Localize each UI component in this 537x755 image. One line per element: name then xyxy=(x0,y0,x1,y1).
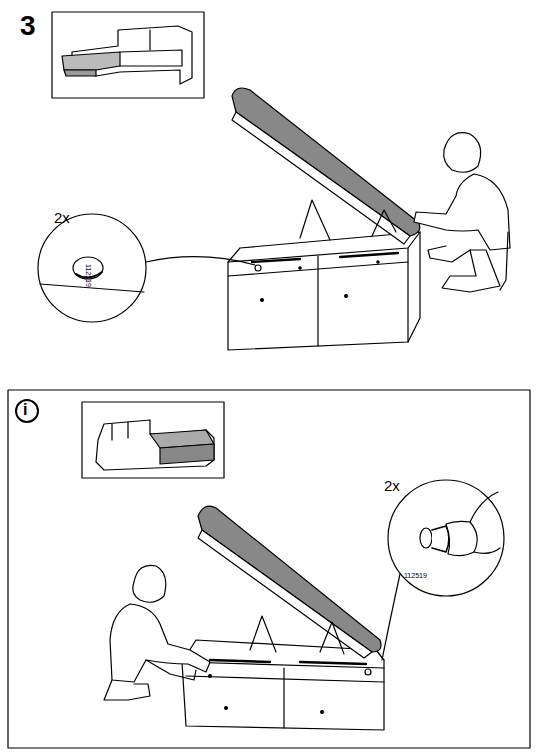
step-number: 3 xyxy=(20,12,36,40)
info-icon-letter: i xyxy=(23,402,27,418)
info-panel-frame xyxy=(8,390,530,748)
zoom-callout-bottom xyxy=(382,480,504,660)
part-number: 112519 xyxy=(85,264,92,287)
chaise-storage-top xyxy=(228,88,510,350)
quantity-label: 2x xyxy=(384,478,400,493)
quantity-label: 2x xyxy=(54,210,70,225)
info-icon xyxy=(16,400,38,422)
sofa-inset-top xyxy=(52,12,204,98)
part-number: 112519 xyxy=(404,572,427,579)
sofa-inset-bottom xyxy=(82,402,224,478)
zoom-callout-top xyxy=(38,214,255,322)
chaise-storage-bottom xyxy=(104,506,384,730)
